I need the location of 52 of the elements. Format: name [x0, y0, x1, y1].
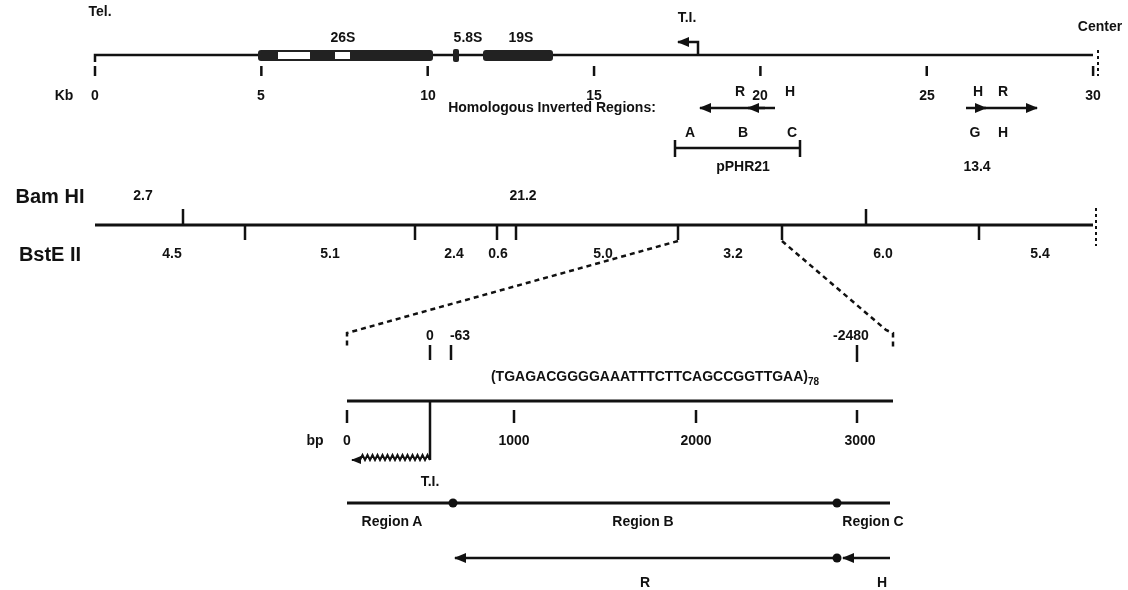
region-label: Region C — [842, 514, 904, 530]
fragment-size: 21.2 — [509, 188, 537, 204]
fragment-size: 6.0 — [873, 246, 893, 262]
tick-label: 1000 — [498, 433, 530, 449]
position-label: 0 — [426, 328, 434, 344]
region-letter: C — [786, 125, 798, 141]
region-letter: H — [997, 125, 1009, 141]
tick-label: 3000 — [844, 433, 876, 449]
end-label: Tel. — [88, 4, 112, 20]
fragment-size: 5.1 — [320, 246, 340, 262]
arrow-label: H — [972, 84, 984, 100]
tick-label: 0 — [343, 433, 351, 449]
fragment-size: 4.5 — [162, 246, 182, 262]
tick-label: 30 — [1085, 88, 1101, 104]
fragment-size: 13.4 — [963, 159, 991, 175]
fragment-size: 0.6 — [488, 246, 508, 262]
gene-label: 5.8S — [453, 30, 483, 46]
end-label: Center — [1077, 19, 1123, 35]
start-label: T.I. — [420, 474, 440, 490]
clone-label: pPHR21 — [716, 159, 770, 175]
enzyme-label: BstE II — [18, 243, 82, 265]
tick-label: 5 — [257, 88, 265, 104]
tick-label: 25 — [919, 88, 935, 104]
arrow-label: H — [784, 84, 796, 100]
fragment-size: 2.4 — [444, 246, 464, 262]
gene-label: 26S — [330, 30, 356, 46]
axis-unit: bp — [306, 433, 324, 449]
tick-label: 20 — [752, 88, 768, 104]
region-label: Region A — [361, 514, 423, 530]
fragment-size: 5.0 — [593, 246, 613, 262]
position-label: -63 — [449, 328, 471, 344]
region-letter: G — [969, 125, 981, 141]
position-label: -2480 — [833, 328, 869, 344]
region-letter: B — [737, 125, 749, 141]
tick-label: 2000 — [680, 433, 712, 449]
tick-label: 10 — [420, 88, 436, 104]
tick-label: 0 — [91, 88, 99, 104]
region-label: Region B — [612, 514, 674, 530]
arrow-label: H — [876, 575, 888, 590]
axis-unit: Kb — [54, 88, 74, 104]
fragment-size: 5.4 — [1030, 246, 1050, 262]
enzyme-label: Bam HI — [15, 185, 85, 207]
fragment-size: 3.2 — [723, 246, 743, 262]
start-label: T.I. — [677, 10, 697, 26]
arrow-label: R — [997, 84, 1009, 100]
arrow-label: R — [734, 84, 746, 100]
region-letter: A — [684, 125, 696, 141]
arrow-label: R — [639, 575, 651, 590]
gene-label: 19S — [508, 30, 534, 46]
heading-label: Homologous Inverted Regions: — [448, 100, 656, 116]
repeat-sequence: (TGAGACGGGGAAATTTCTTCAGCCGGTTGAA)$_{78}$ — [490, 369, 820, 387]
fragment-size: 2.7 — [133, 188, 153, 204]
